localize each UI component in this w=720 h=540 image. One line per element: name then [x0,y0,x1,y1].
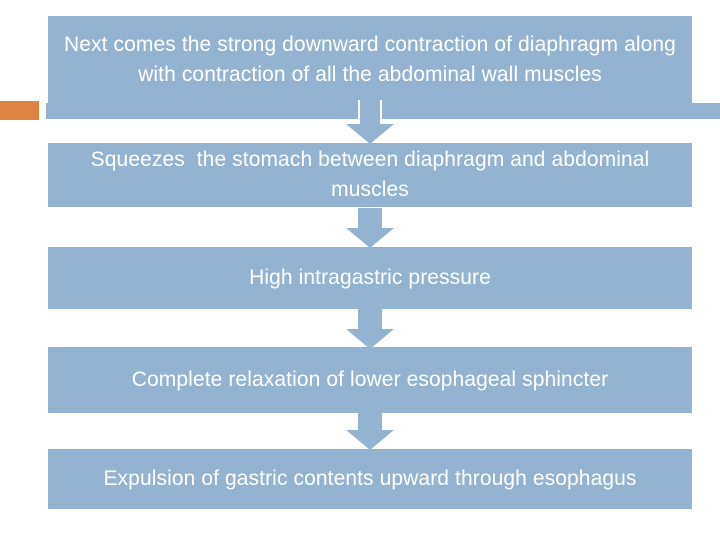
flow-step-box-2[interactable]: Squeezes the stomach between diaphragm a… [48,143,692,207]
flow-connector-arrow-4 [346,412,394,450]
arrow-shaft-icon [358,100,382,124]
banner-strip [46,103,720,119]
flow-step-box-3[interactable]: High intragastric pressure [48,247,692,309]
arrow-head-icon [346,329,394,349]
arrow-shaft-icon [358,412,382,430]
arrow-wing-right-icon [394,122,406,124]
arrow-head-icon [346,228,394,248]
arrow-shaft-icon [358,208,382,228]
flow-step-text-2: Squeezes the stomach between diaphragm a… [90,148,656,201]
banner-accent-block [0,101,39,120]
flow-step-box-1[interactable]: Next comes the strong downward contracti… [48,16,692,104]
arrow-head-icon [346,124,394,144]
flow-step-text-3: High intragastric pressure [249,266,491,289]
flow-step-text-1: Next comes the strong downward contracti… [64,33,682,86]
flow-step-text-4: Complete relaxation of lower esophageal … [131,368,609,391]
arrow-shaft-icon [358,309,382,329]
flow-connector-arrow-3 [346,309,394,349]
arrow-wing-left-icon [334,122,346,124]
flow-connector-arrow-2 [346,208,394,248]
flow-step-text-5: Expulsion of gastric contents upward thr… [103,467,637,490]
flow-step-box-4[interactable]: Complete relaxation of lower esophageal … [48,347,692,413]
flow-connector-arrow-1 [334,100,406,144]
arrow-head-icon [346,430,394,450]
flow-step-box-5[interactable]: Expulsion of gastric contents upward thr… [48,449,692,509]
